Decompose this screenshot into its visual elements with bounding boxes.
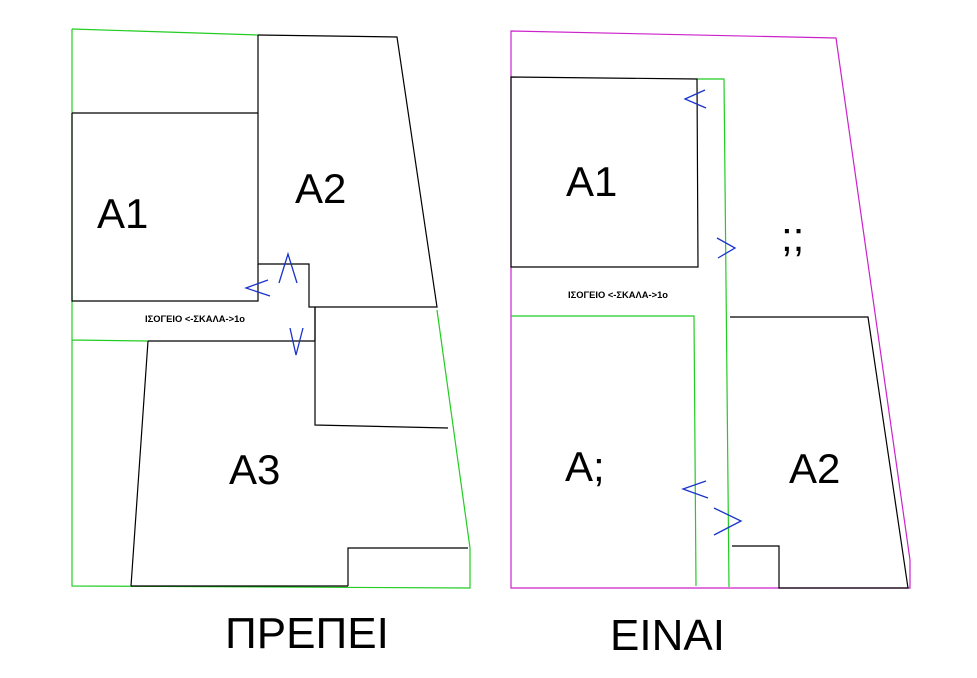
right-magenta-outline <box>510 30 911 589</box>
left-green-outline <box>71 28 471 589</box>
left-room-a3 <box>130 307 468 587</box>
right-green-left <box>511 315 697 587</box>
left-arrow-left <box>244 279 271 297</box>
left-stair-arrows <box>244 251 304 356</box>
right-label-a2: A2 <box>789 445 840 492</box>
left-label-a1: A1 <box>97 190 148 237</box>
left-plan: A1 A2 A3 ΙΣΟΓΕΙΟ <-ΣΚΑΛΑ->1ο ΠΡΕΠΕΙ <box>71 28 471 658</box>
right-label-unknown-top: ;; <box>781 213 804 260</box>
left-label-a2: A2 <box>295 165 346 212</box>
left-room-mid <box>314 307 449 429</box>
right-caption: ΕΙΝΑΙ <box>610 611 725 660</box>
right-label-a1: A1 <box>566 158 617 205</box>
left-top-room <box>72 35 259 114</box>
left-stair-label: ΙΣΟΓΕΙΟ <-ΣΚΑΛΑ->1ο <box>145 314 246 324</box>
right-label-unknown-left: A; <box>565 443 605 490</box>
right-arrow-low-right <box>713 507 743 536</box>
left-room-a2 <box>257 34 438 308</box>
left-caption: ΠΡΕΠΕΙ <box>225 609 389 658</box>
right-walls <box>510 76 909 589</box>
right-plan: A1 ;; A; A2 ΙΣΟΓΕΙΟ <-ΣΚΑΛΑ->1ο ΕΙΝΑΙ <box>510 30 911 660</box>
right-arrow-mid <box>716 237 737 259</box>
left-room-a1 <box>71 113 259 302</box>
left-walls <box>71 34 468 587</box>
right-green-top <box>697 78 730 588</box>
left-arrow-up <box>278 251 298 284</box>
right-stair-arrows <box>681 89 743 536</box>
left-arrow-down <box>289 327 304 356</box>
left-label-a3: A3 <box>229 446 280 493</box>
right-stair-label: ΙΣΟΓΕΙΟ <-ΣΚΑΛΑ->1ο <box>568 290 669 300</box>
right-arrow-low-left <box>681 480 709 499</box>
right-room-a2 <box>730 316 909 589</box>
right-room-a1 <box>510 76 699 268</box>
right-green-corridor <box>511 78 730 588</box>
right-arrow-top <box>683 89 707 109</box>
